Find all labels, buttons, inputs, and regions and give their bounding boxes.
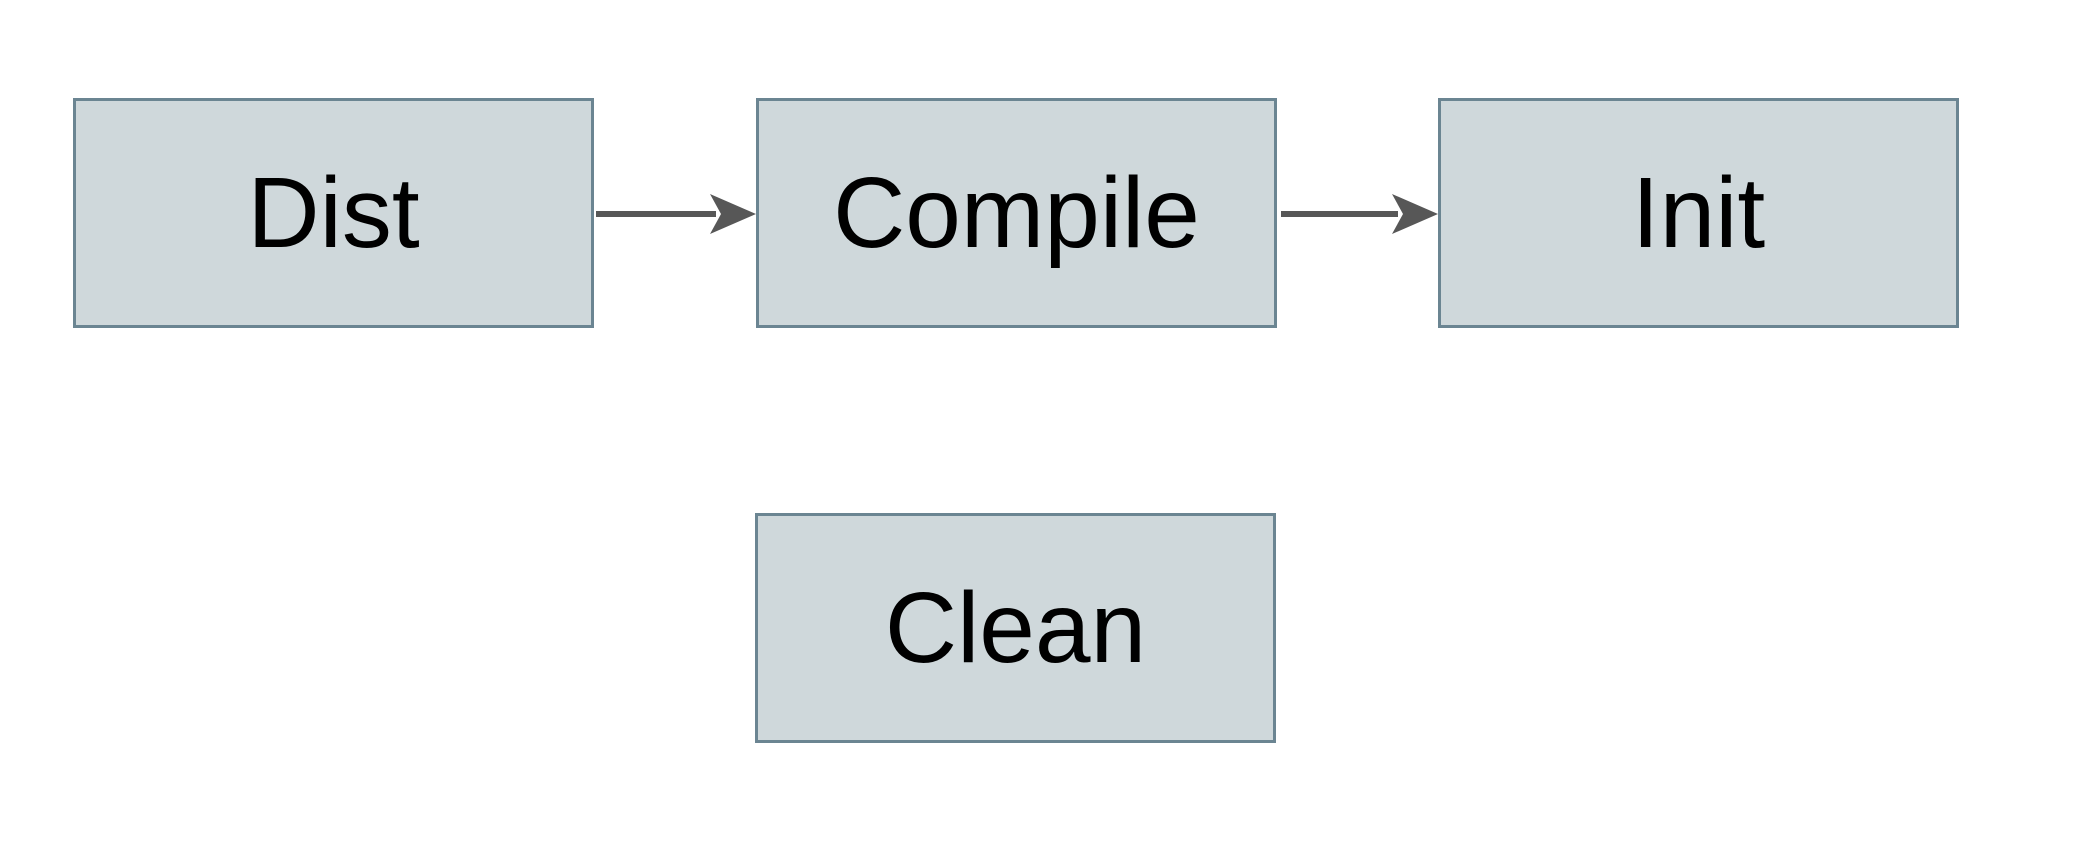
node-compile[interactable]: Compile xyxy=(756,98,1277,328)
node-dist[interactable]: Dist xyxy=(73,98,594,328)
node-init-label: Init xyxy=(1631,157,1766,269)
node-init[interactable]: Init xyxy=(1438,98,1959,328)
node-clean[interactable]: Clean xyxy=(755,513,1276,743)
node-compile-label: Compile xyxy=(833,157,1200,269)
node-dist-label: Dist xyxy=(247,157,420,269)
node-clean-label: Clean xyxy=(884,572,1147,684)
